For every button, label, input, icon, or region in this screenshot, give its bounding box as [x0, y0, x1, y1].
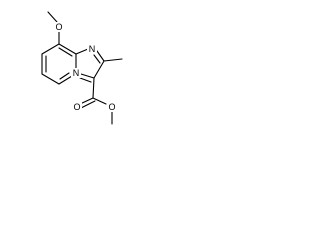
bond-c5-n4	[58, 75, 73, 85]
imidazole-n-bg	[87, 44, 97, 54]
bonds	[41, 11, 123, 125]
bond-c6-c5	[41, 73, 60, 85]
methoxy-o-bg	[54, 22, 64, 32]
bond-c3-n4	[80, 73, 95, 79]
bond-carbonyl-o-double-b	[80, 100, 96, 109]
bond-c2-c3	[93, 60, 105, 79]
bond-c3-n4-double	[79, 77, 92, 83]
bond-c8a-c8	[58, 43, 77, 55]
bond-c8-c7	[41, 43, 60, 55]
bond-c5-n4-double	[59, 72, 70, 80]
ester-o-bg	[107, 102, 117, 112]
carbonyl-oxygen-label: O	[73, 102, 80, 112]
chemical-structure: O N N O O	[41, 11, 123, 125]
bond-c8a-c8-double	[58, 47, 73, 57]
bond-c3-carbonyl	[92, 77, 95, 99]
imidazole-nitrogen-label: N	[89, 44, 96, 54]
bond-c2-methyl	[103, 58, 123, 62]
ester-oxygen-label: O	[108, 102, 115, 112]
bridgehead-nitrogen-label: N	[73, 68, 80, 78]
bond-n1-c2	[96, 50, 105, 62]
bridge-n-bg	[71, 68, 81, 78]
methoxy-oxygen-label: O	[55, 22, 62, 32]
bond-methyl-o	[47, 11, 58, 23]
bond-carbonyl-o-double-a	[79, 97, 94, 105]
atom-labels: O N N O O	[54, 22, 117, 112]
carbonyl-o-bg	[72, 102, 82, 112]
bond-carbonyl-ester-o	[92, 97, 107, 105]
bond-c8a-n1	[75, 48, 89, 55]
bond-n1-c2-double	[93, 54, 101, 64]
